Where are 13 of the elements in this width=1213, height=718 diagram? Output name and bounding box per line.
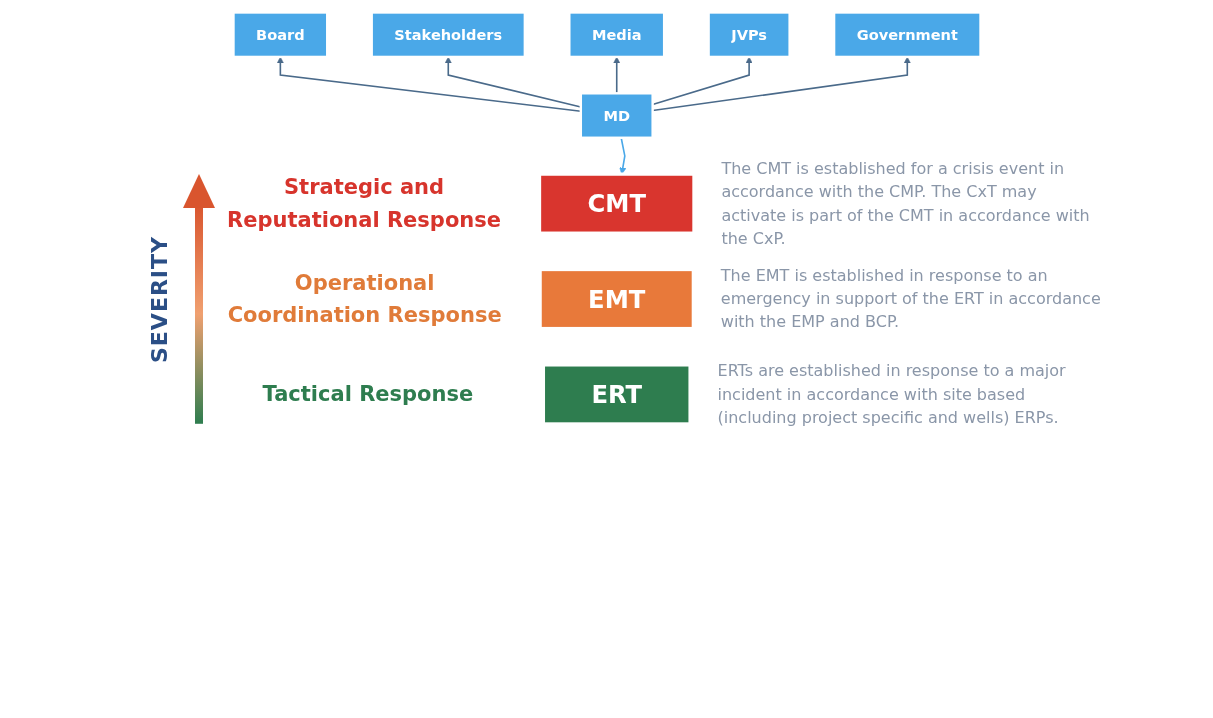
node-box: Board <box>231 11 328 59</box>
node-box: JVPs <box>706 11 791 59</box>
axis-label: SEVERITY <box>147 235 173 363</box>
response-level-label: Tactical Response <box>261 380 475 408</box>
response-level-label: Operational Coordination Response <box>226 269 503 330</box>
node-box: Stakeholders <box>370 11 526 59</box>
node-box: MD <box>579 92 654 139</box>
description-text: The CMT is established for a crisis event in accordance with the CMP. The CxT may activate is part of the CMT in accordance with the CxP. <box>721 158 1091 250</box>
description-text: The EMT is established in response to an emergency in support of the ERT in accordance with the EMP and BCP. <box>720 265 1101 334</box>
response-level-label: Strategic and Reputational Response <box>226 174 502 234</box>
node-box: Media <box>567 11 665 59</box>
node-box: Government <box>832 11 982 59</box>
description-text: ERTs are established in response to a major incident in accordance with site based (including project specific and wells) ERPs. <box>717 360 1067 429</box>
